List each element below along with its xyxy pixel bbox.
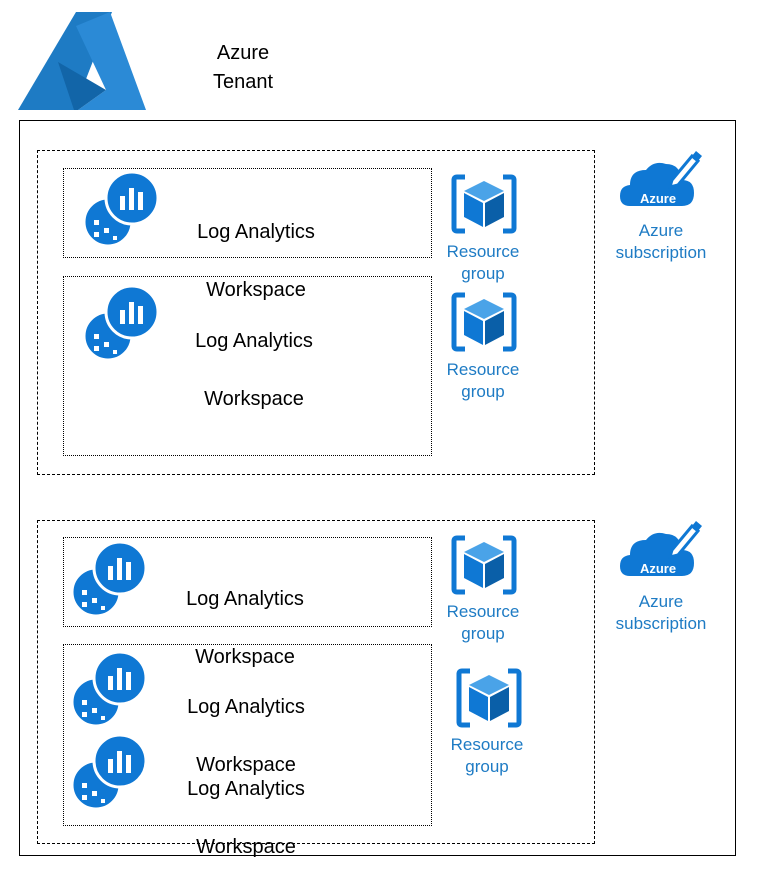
tenant-label-line1: Azure (216, 42, 270, 64)
workspace-label-line2: Workspace (204, 388, 304, 410)
tenant-label: Azure Tenant (190, 39, 296, 97)
resource-group-label-line1: Resource (446, 242, 520, 261)
resource-group-icon (451, 289, 517, 355)
subscription-boundary (37, 150, 595, 475)
workspace-label: Log Analytics Workspace (176, 189, 336, 334)
resource-group-label: Resource group (433, 601, 533, 645)
subscription-boundary (37, 520, 595, 844)
workspace-label-line2: Workspace (196, 754, 296, 776)
resource-group-label-line1: Resource (446, 602, 520, 621)
resource-group-label-line2: group (461, 624, 505, 643)
log-analytics-workspace-icon (80, 284, 160, 364)
azure-subscription-cloud-icon: Azure (620, 520, 702, 590)
tenant-boundary (19, 120, 736, 856)
resource-group-boundary (63, 644, 432, 826)
subscription-label-line2: subscription (615, 614, 707, 633)
workspace-label-line1: Log Analytics (195, 330, 313, 352)
resource-group-label-line2: group (461, 264, 505, 283)
subscription-label-line1: Azure (638, 221, 684, 240)
resource-group-label: Resource group (433, 359, 533, 403)
azure-logo-icon (18, 12, 146, 110)
subscription-label: Azure subscription (606, 220, 716, 264)
log-analytics-workspace-icon (80, 170, 160, 250)
resource-group-label-line2: group (465, 757, 509, 776)
resource-group-icon (451, 532, 517, 598)
resource-group-icon (451, 171, 517, 237)
subscription-label-line1: Azure (638, 592, 684, 611)
workspace-label: Log Analytics Workspace (166, 746, 326, 891)
cloud-icon-text: Azure (640, 191, 676, 206)
subscription-label-line2: subscription (615, 243, 707, 262)
workspace-label: Log Analytics Workspace (165, 556, 325, 701)
resource-group-boundary (63, 168, 432, 258)
resource-group-label-line2: group (461, 382, 505, 401)
log-analytics-workspace-icon (68, 733, 148, 813)
log-analytics-workspace-icon (68, 650, 148, 730)
resource-group-label: Resource group (433, 241, 533, 285)
log-analytics-workspace-icon (68, 540, 148, 620)
resource-group-icon (456, 665, 522, 731)
resource-group-label: Resource group (437, 734, 537, 778)
workspace-label-line2: Workspace (206, 279, 306, 301)
workspace-label: Log Analytics Workspace (174, 298, 334, 443)
tenant-label-line2: Tenant (212, 71, 274, 93)
cloud-icon-text: Azure (640, 561, 676, 576)
resource-group-label-line1: Resource (450, 735, 524, 754)
workspace-label: Log Analytics Workspace (166, 664, 326, 809)
resource-group-label-line1: Resource (446, 360, 520, 379)
workspace-label-line1: Log Analytics (187, 696, 305, 718)
workspace-label-line1: Log Analytics (187, 778, 305, 800)
azure-subscription-cloud-icon: Azure (620, 150, 702, 220)
workspace-label-line2: Workspace (195, 646, 295, 668)
workspace-label-line2: Workspace (196, 836, 296, 858)
workspace-label-line1: Log Analytics (186, 588, 304, 610)
subscription-label: Azure subscription (606, 591, 716, 635)
resource-group-boundary (63, 537, 432, 627)
workspace-label-line1: Log Analytics (197, 221, 315, 243)
resource-group-boundary (63, 276, 432, 456)
